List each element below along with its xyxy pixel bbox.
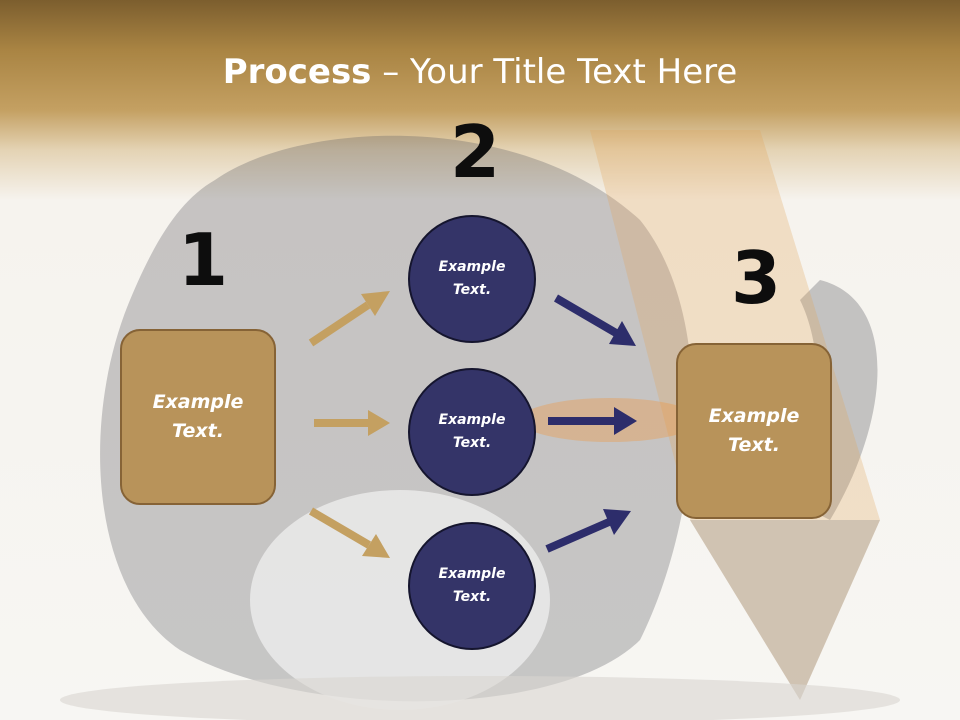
arrow-step1-to-circle3	[308, 507, 390, 558]
arrow-step1-to-circle1	[308, 291, 390, 347]
pencil-tip-shape	[690, 520, 880, 700]
title-bold: Process	[222, 52, 372, 92]
step-1-box: Example Text.	[120, 329, 276, 505]
arrow-step1-to-circle2	[314, 410, 390, 436]
step-1-text: Example Text.	[152, 391, 244, 442]
floor-shadow-shape	[60, 676, 900, 720]
step-2-circle-1-text: Example Text.	[438, 259, 506, 298]
step-1-number: 1	[178, 218, 229, 302]
slide-title: Process – Your Title Text Here	[0, 52, 960, 92]
title-rest: – Your Title Text Here	[371, 52, 738, 92]
arrow-circle2-to-step3	[548, 407, 637, 435]
arrow-circle1-to-step3	[553, 294, 636, 346]
step-3-number: 3	[731, 236, 782, 320]
penguin-body-shape	[100, 135, 693, 702]
step-2-circle-2-text: Example Text.	[438, 412, 506, 451]
step-2-circle-3: Example Text.	[408, 522, 536, 650]
step-3-box: Example Text.	[676, 343, 832, 519]
step-2-circle-1: Example Text.	[408, 215, 536, 343]
step-2-circle-3-text: Example Text.	[438, 566, 506, 605]
step-3-text: Example Text.	[708, 405, 800, 456]
arrow-circle3-to-step3	[545, 509, 631, 553]
step-2-number: 2	[450, 110, 501, 194]
step-2-circle-2: Example Text.	[408, 368, 536, 496]
